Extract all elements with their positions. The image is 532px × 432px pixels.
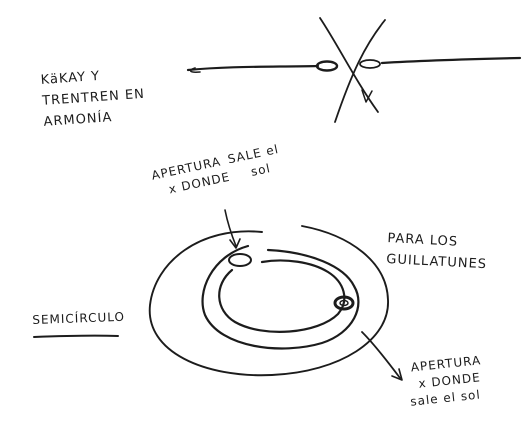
bottom-opening-note: APERTURA x DONDE sale el sol xyxy=(406,352,486,411)
semicircle-label: SEMICÍRCULO xyxy=(32,307,125,331)
guillatun-note: PARA LOS GUILLATUNES xyxy=(386,228,489,275)
right-serpent-line xyxy=(382,58,520,63)
right-serpent-head xyxy=(360,60,380,68)
diagonal-line-descending xyxy=(320,18,378,112)
semicircle-label-text: SEMICÍRCULO xyxy=(32,307,125,331)
snake-crossing-figure xyxy=(188,18,520,122)
semicircle-figure xyxy=(150,226,388,375)
inner-ring xyxy=(219,260,344,331)
diagonal-line-ascending xyxy=(335,20,385,122)
left-serpent-head xyxy=(317,62,337,71)
left-serpent-line xyxy=(188,66,318,70)
semicircle-underline xyxy=(34,336,118,337)
top-opening-marker xyxy=(229,254,251,266)
bottom-label-arrow xyxy=(362,332,400,378)
title-note: KäKAY Y TRENTREN EN ARMONÍA xyxy=(40,63,147,133)
